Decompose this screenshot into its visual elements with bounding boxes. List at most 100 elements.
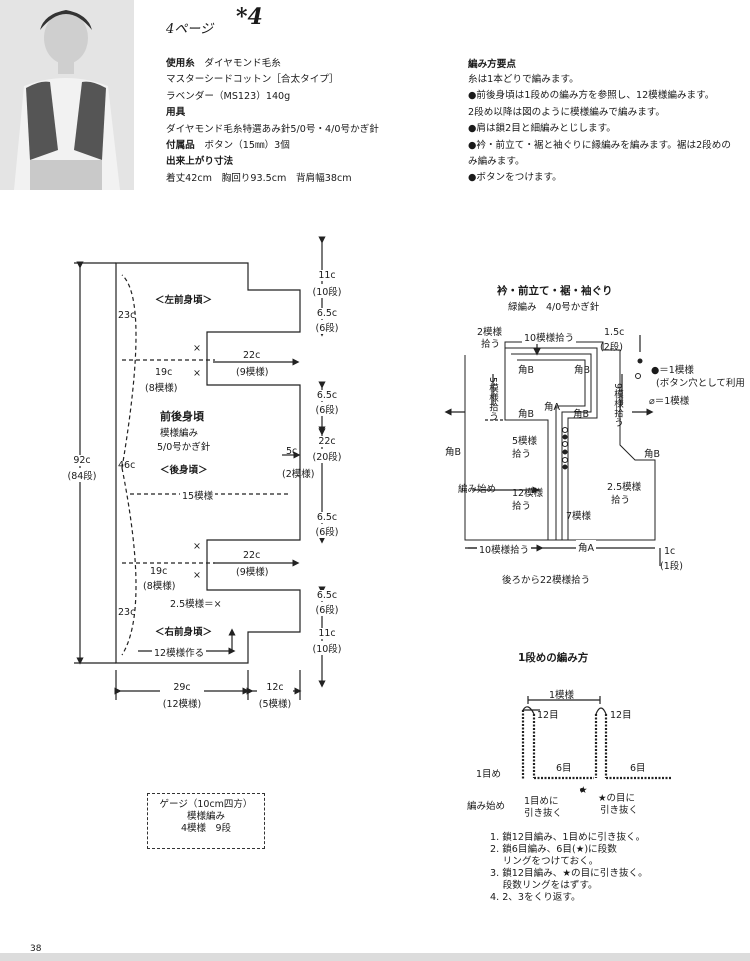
instruction-line: 2. 鎖6目編み、6目(★)に段数 bbox=[490, 844, 617, 855]
instruction-line: 1. 鎖12目編み、1目めに引き抜く。 bbox=[490, 832, 646, 843]
star-mark: ★ bbox=[579, 785, 588, 796]
yarn-name: マスターシードコットン［合太タイプ］ bbox=[166, 74, 339, 86]
start-label-chain: 編み始め bbox=[467, 801, 506, 812]
corner-b-5: 角B bbox=[445, 447, 462, 458]
pick-10-bottom: 10模様拾う bbox=[477, 542, 532, 556]
tools: ダイヤモンド毛糸特選あみ針5/0号・4/0号かぎ針 bbox=[166, 123, 379, 135]
body-subtitle-hook: 5/0号かぎ針 bbox=[157, 442, 211, 453]
dim-10-rows-top: (10段) bbox=[305, 284, 349, 298]
dim-10-rows-bottom: (10段) bbox=[305, 641, 349, 655]
dim-8-patterns-bottom: (8模様) bbox=[143, 581, 176, 592]
gauge-box: ゲージ（10cm四方） 模様編み 4模様 9段 bbox=[147, 793, 265, 849]
gauge-count: 4模様 9段 bbox=[180, 823, 232, 834]
gauge-stitch: 模様編み bbox=[186, 811, 225, 822]
pull-1: 1目めに bbox=[524, 796, 559, 807]
pick-7: 7模様 bbox=[566, 511, 592, 522]
legend-filled-note: (ボタン穴として利用 bbox=[656, 378, 745, 389]
dim-1-5c: 1.5c bbox=[604, 327, 625, 338]
border-subtitle: 緑編み 4/0号かぎ針 bbox=[508, 302, 600, 313]
dim-6-5c-4: 6.5c bbox=[307, 590, 347, 601]
dim-6-5c-3: 6.5c bbox=[307, 512, 347, 523]
border-title: 衿・前立て・裾・袖ぐり bbox=[497, 285, 613, 297]
dim-total-rows: (84段) bbox=[60, 468, 104, 482]
dim-2-rows: (2段) bbox=[600, 342, 623, 353]
dim-15-patterns: 15模様 bbox=[180, 488, 216, 502]
dim-9-patterns-bottom: (9模様) bbox=[236, 567, 269, 578]
dim-1-row: (1段) bbox=[660, 561, 683, 572]
dim-29c: 29c bbox=[160, 682, 204, 693]
dim-19c-top: 19c bbox=[155, 367, 173, 378]
dim-6-rows-4: (6段) bbox=[307, 602, 347, 616]
dim-19c-bottom: 19c bbox=[150, 566, 168, 577]
yarn-label: 使用糸 bbox=[166, 58, 195, 69]
pick-2: 2模様 bbox=[477, 327, 503, 338]
item-number: *4 bbox=[236, 4, 263, 30]
step-line: 糸は1本どりで編みます。 bbox=[468, 74, 579, 85]
pick-5: 5模様 bbox=[512, 436, 538, 447]
mark-x: × bbox=[193, 368, 201, 379]
dim-11c-bottom: 11c bbox=[307, 628, 347, 639]
instruction-line: 段数リングをはずす。 bbox=[490, 880, 598, 891]
pull-1b: 引き抜く bbox=[524, 808, 563, 819]
instruction-line: リングをつけておく。 bbox=[490, 856, 599, 867]
yarn-brand: ダイヤモンド毛糸 bbox=[204, 58, 281, 69]
label-6-a: 6目 bbox=[556, 763, 572, 774]
mark-x: × bbox=[193, 570, 201, 581]
dim-6-rows-2: (6段) bbox=[307, 402, 347, 416]
label-right-front: ＜右前身頃＞ bbox=[155, 627, 213, 638]
dim-12c: 12c bbox=[257, 682, 293, 693]
corner-a-2: 角A bbox=[576, 540, 596, 554]
mark-x: × bbox=[193, 343, 201, 354]
dim-6-5c-2: 6.5c bbox=[307, 390, 347, 401]
step-line: ●衿・前立て・裾と袖ぐりに縁編みを編みます。裾は2段めの bbox=[468, 139, 731, 151]
pick-12b: 拾う bbox=[512, 501, 532, 512]
border-outline bbox=[464, 341, 656, 541]
page-number: 38 bbox=[30, 944, 42, 954]
footer-bar bbox=[0, 953, 750, 961]
corner-b-2: 角B bbox=[574, 365, 591, 376]
mark-x: × bbox=[193, 541, 201, 552]
dim-8-patterns-top: (8模様) bbox=[145, 383, 178, 394]
dim-23c-bottom: 23c bbox=[118, 607, 136, 618]
dim-6-rows-3: (6段) bbox=[307, 524, 347, 538]
step-line: ●前後身頃は1段めの編み方を参照し、12模様編みます。 bbox=[468, 90, 715, 102]
dim-total-height: 92c bbox=[62, 455, 102, 466]
pick-back-22: 後ろから22模様拾う bbox=[502, 575, 591, 586]
step-line: み編みます。 bbox=[468, 156, 525, 168]
dim-23c-top: 23c bbox=[118, 310, 136, 321]
corner-b-1: 角B bbox=[518, 365, 535, 376]
specs-block: 使用糸 ダイヤモンド毛糸 マスターシードコットン［合太タイプ］ ラベンダー（MS… bbox=[166, 56, 466, 187]
dim-22c-top: 22c bbox=[243, 350, 261, 361]
label-left-front: ＜左前身頃＞ bbox=[155, 295, 213, 306]
yarn-color: ラベンダー（MS123）140g bbox=[166, 90, 291, 102]
dim-6-5c-1: 6.5c bbox=[307, 308, 347, 319]
first-row-title: 1段めの編み方 bbox=[518, 652, 589, 664]
body-subtitle-stitch: 模様編み bbox=[160, 428, 199, 439]
dim-22c-bottom: 22c bbox=[243, 550, 261, 561]
steps-list: 糸は1本どりで編みます。 ●前後身頃は1段めの編み方を参照し、12模様編みます。… bbox=[468, 72, 750, 187]
corner-a-1: 角A bbox=[544, 402, 560, 413]
legend-empty: ⌀＝1模様 bbox=[649, 396, 690, 407]
gauge-title: ゲージ（10cm四方） bbox=[159, 799, 253, 810]
label-6-b: 6目 bbox=[630, 763, 646, 774]
pick-2-5b: 拾う bbox=[611, 495, 631, 506]
pick-10-top: 10模様拾う bbox=[522, 330, 577, 344]
pick-2b: 拾う bbox=[481, 339, 501, 350]
dim-2-5-patterns: 2.5模様＝× bbox=[170, 599, 222, 610]
size-label: 出来上がり寸法 bbox=[166, 156, 234, 168]
dim-2-patterns: (2模様) bbox=[282, 469, 315, 480]
pick-9-vert: 9模様拾う bbox=[612, 383, 623, 428]
dim-12-cast-on: 12模様作る bbox=[152, 645, 207, 659]
step-line: ●肩は鎖2目と細編みとじします。 bbox=[468, 123, 616, 135]
tools-label: 用具 bbox=[166, 107, 186, 119]
dim-22c-side: 22c bbox=[307, 436, 347, 447]
dim-5c: 5c bbox=[286, 446, 298, 457]
dim-6-rows-1: (6段) bbox=[307, 320, 347, 334]
label-1st: 1目め bbox=[476, 769, 502, 780]
legend-filled: ●＝1模様 bbox=[651, 365, 694, 376]
body-title: 前後身頃 bbox=[160, 410, 204, 423]
corner-b-3: 角B bbox=[518, 409, 535, 420]
body-outline bbox=[115, 262, 301, 664]
instruction-line: 4. 2、3をくり返す。 bbox=[490, 892, 581, 903]
model-photo bbox=[0, 0, 134, 190]
